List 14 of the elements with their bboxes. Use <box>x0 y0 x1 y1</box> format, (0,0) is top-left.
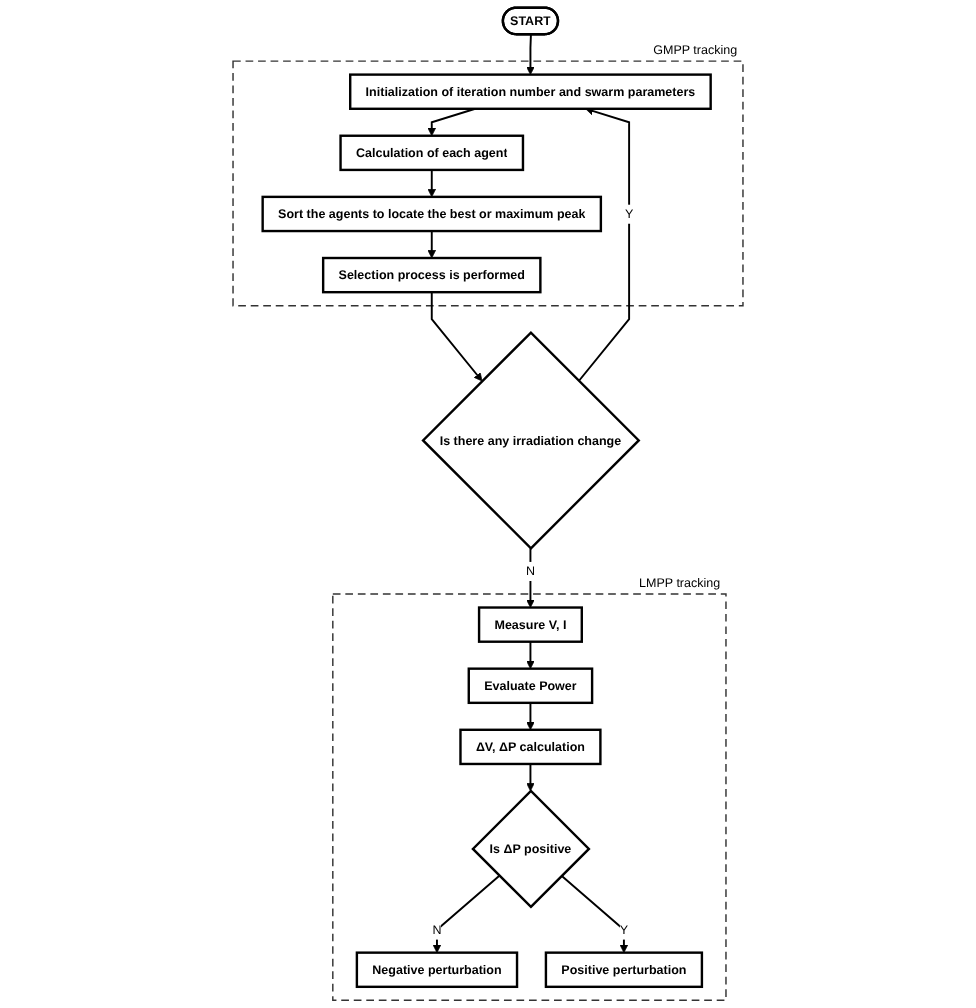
arrow <box>432 874 501 954</box>
arrow <box>427 107 477 137</box>
arrow <box>427 230 436 259</box>
arrow <box>430 291 483 382</box>
arrow <box>526 701 535 731</box>
arrow <box>577 107 631 382</box>
cluster <box>332 593 727 1001</box>
cluster <box>232 60 744 307</box>
arrow <box>560 874 629 954</box>
arrow <box>526 763 535 792</box>
arrow <box>427 168 436 198</box>
arrow <box>526 547 535 608</box>
arrow <box>526 640 535 670</box>
arrow <box>526 33 535 75</box>
